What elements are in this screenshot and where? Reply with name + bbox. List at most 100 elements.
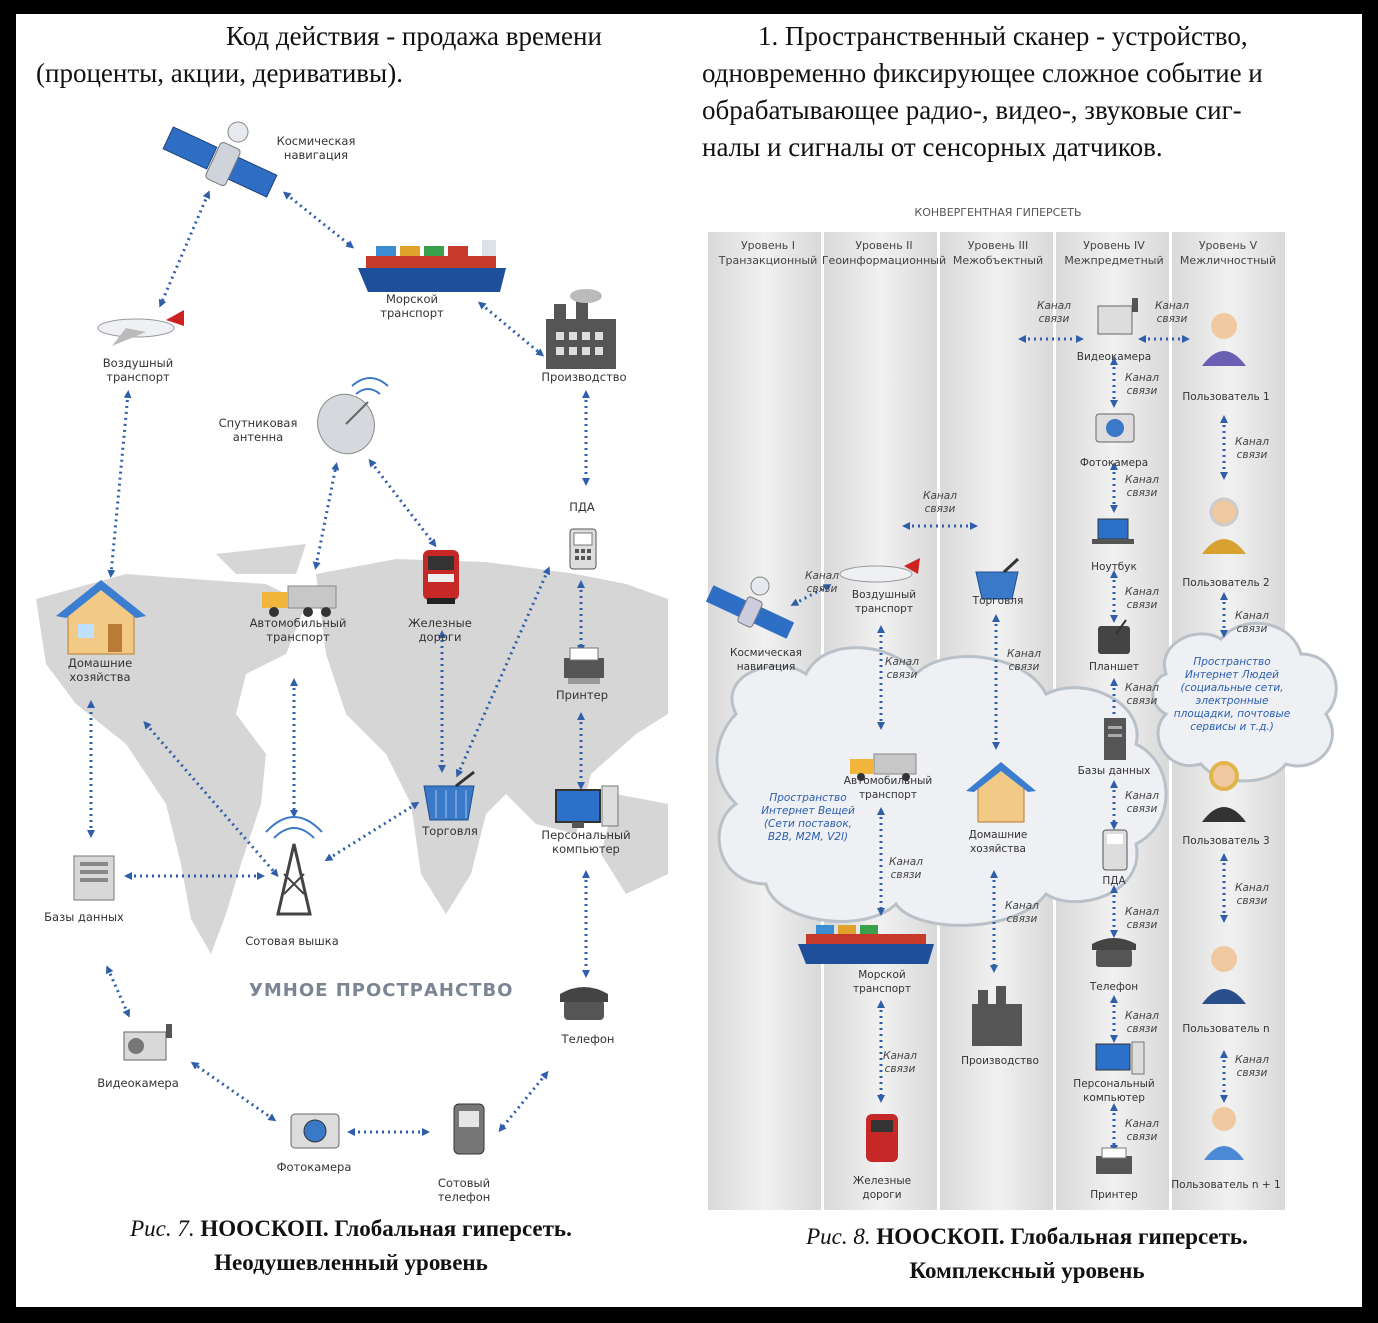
figure-8-prefix: Рис. 8. [806,1224,871,1249]
internet-of-things-cloud [715,646,1168,927]
road-transport-icon [262,585,337,617]
label-telephone: Телефон [561,1032,615,1046]
r-label-rail-l2: дороги [862,1189,902,1201]
iop-l6: сервисы и т.д.) [1190,721,1274,733]
figure-7-prefix: Рис. 7. [130,1216,195,1241]
r-label-trade: Торговля [972,595,1024,607]
level-1-name: Уровень I [740,239,796,252]
channel-l1: Канал [1125,474,1159,486]
laptop-icon [1092,518,1134,544]
level-5-type: Межличностный [1179,254,1277,267]
channel-l2: связи [1126,695,1158,707]
channel-l1: Канал [1235,610,1269,622]
channel-l2: связи [1008,661,1040,673]
left-diagram-graphics [36,121,1338,1210]
right-video-camera-icon [1097,298,1138,335]
label-air-transport-l1: Воздушный [102,356,174,370]
channel-l1: Канал [883,1050,917,1062]
user-avatars [1202,313,1246,1160]
label-trade: Торговля [422,824,478,838]
level-3-name: Уровень III [967,239,1029,252]
right-railways-icon [866,1114,898,1162]
figure-7-caption: Рис. 7. НООСКОП. Глобальная гиперсеть. Н… [56,1212,646,1280]
left-intro-line1: Код действия - продажа времени [226,21,602,51]
r-label-air-l2: транспорт [855,603,913,615]
r-label-video-camera: Видеокамера [1076,351,1152,363]
iop-l1: Пространство [1193,656,1271,668]
channel-l1: Канал [1125,1010,1159,1022]
channel-l2: связи [884,1063,916,1075]
iop-l2: Интернет Людей [1184,669,1280,681]
label-cell-phone-l2: телефон [437,1190,491,1204]
channel-l2: связи [924,503,956,515]
iop-l5: площадки, почтовые [1173,708,1291,720]
figure-7-caption-line2: Неодушевленный уровень [214,1250,488,1275]
smart-space-title: УМНОЕ ПРОСТРАНСТВО [249,980,514,1001]
label-space-navigation-l2: навигация [283,148,349,162]
channel-l2: связи [1126,803,1158,815]
right-air-transport-icon [839,558,920,583]
r-label-road-transport: Автомобильный транспорт [844,774,932,802]
air-transport-icon [97,310,184,346]
channel-l2: связи [1236,1067,1268,1079]
channel-l2: связи [1126,1023,1158,1035]
iot-space-label: Пространство Интернет Вещей (Сети постав… [758,792,858,844]
level-2-name: Уровень II [855,239,913,252]
right-photo-camera-icon [1095,413,1135,443]
r-label-user-n-plus-1: Пользователь n + 1 [1171,1179,1281,1191]
level-2-header: Уровень II Геоинформационный [822,238,946,268]
right-intro-line1: 1. Пространственный сканер - устройство, [758,21,1248,51]
user-2-avatar [1202,497,1246,554]
left-intro-line2: (проценты, акции, деривативы). [36,58,403,88]
r-label-user-n: Пользователь n [1182,1023,1270,1035]
r-label-pc-l1: Персональный [1073,1078,1155,1090]
level-2-type: Геоинформационный [821,254,947,267]
households-icon [56,580,146,655]
page-frame: Код действия - продажа времени (проценты… [16,14,1362,1307]
r-label-space-nav-l1: Космическая [730,647,802,659]
channel-l1: Канал [1235,882,1269,894]
label-databases: Базы данных [44,910,124,924]
label-road-transport-l1: Автомобильный [249,616,347,630]
r-label-databases: Базы данных [1077,765,1151,777]
iot-l4: B2B, M2M, V2I) [767,831,849,843]
right-intro-line3: обрабатывающее радио-, видео-, звуковые … [702,95,1242,125]
personal-computer-icon [555,785,619,828]
right-space-navigation-icon [705,576,795,639]
r-label-road-l1: Автомобильный [843,775,933,787]
iot-l2: Интернет Вещей [761,805,855,817]
channel-l1: Канал [1125,790,1159,802]
right-trade-basket-icon [975,557,1020,600]
right-sea-transport-icon [798,925,934,964]
level-4-name: Уровень IV [1083,239,1145,252]
printer-icon [564,647,604,684]
r-label-telephone: Телефон [1089,981,1139,993]
pda-icon [569,528,597,570]
iop-l3: (социальные сети, [1180,682,1284,694]
r-label-laptop: Ноутбук [1091,561,1137,573]
right-intro-line4: налы и сигналы от сенсорных датчиков. [702,132,1163,162]
label-satellite-dish-l1: Спутниковая [218,416,298,430]
channel-l1: Канал [1235,1054,1269,1066]
channel-l2: связи [1006,913,1038,925]
channel-l1: Канал [1155,300,1189,312]
r-label-tablet: Планшет [1088,661,1140,673]
r-label-road-l2: транспорт [859,789,917,801]
video-camera-icon [123,1024,172,1061]
